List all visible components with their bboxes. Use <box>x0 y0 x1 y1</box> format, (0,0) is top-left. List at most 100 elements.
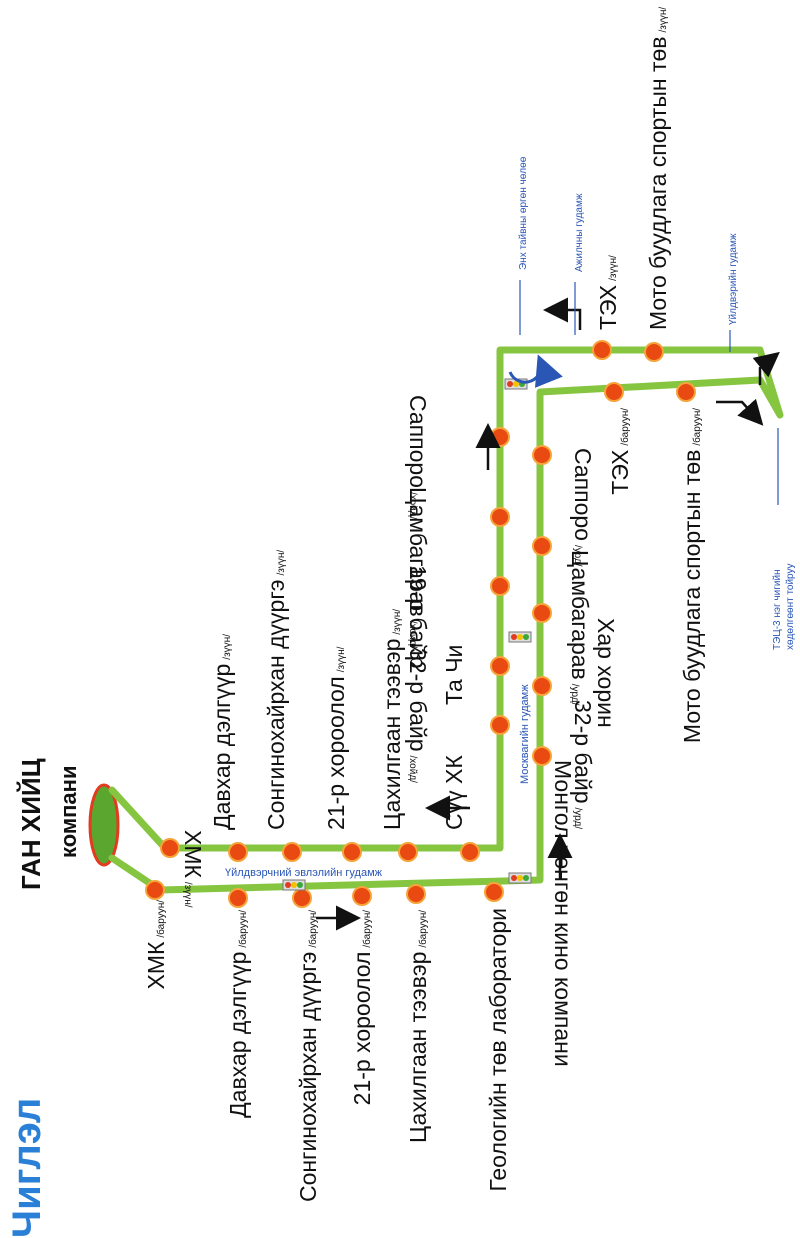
north-stop-name: 32-р байр <box>405 648 431 752</box>
south-stop-label: Хар хорин <box>593 618 619 728</box>
north-stop-label: Мото буудлага спортын төв/зүүн/ <box>645 7 671 330</box>
south-stop-label: 21-р хороолол/баруун/ <box>349 910 375 1106</box>
north-stop-marker <box>398 842 418 862</box>
north-stop-marker <box>490 656 510 676</box>
north-stop-label: Сүү ХК <box>441 755 467 830</box>
south-stop-direction: /баруун/ <box>361 910 373 948</box>
south-stop-name: 32-р байр <box>570 700 596 804</box>
south-stop-direction: /баруун/ <box>307 910 319 948</box>
traffic-light-icon <box>508 631 532 643</box>
south-stop-name: Сонгинохайрхан дүүргэ <box>295 952 321 1202</box>
north-stop-direction: /зүүн/ <box>182 882 193 908</box>
south-stop-name: Хар хорин <box>593 618 619 728</box>
north-stop-marker <box>160 838 180 858</box>
turnaround-note-line2: хөдөлгөөнт тойруу <box>785 563 796 650</box>
north-stop-name: Саппоро <box>405 395 431 488</box>
south-stop-name: 21-р хороолол <box>349 952 375 1106</box>
street-enkh-tayvan: Энх тайвны өргөн чөлөө <box>518 156 529 270</box>
south-stop-label: Цахилгаан тээвэр/баруун/ <box>405 910 431 1143</box>
north-stop-name: Мото буудлага спортын төв <box>645 37 671 331</box>
south-stop-label: Монгол хөнгөн кино компани <box>550 760 576 1067</box>
street-ajilchny: Ажилчны гудамж <box>574 193 585 272</box>
south-stop-name: Мото буудлага спортын төв <box>679 450 705 744</box>
south-stop-name: ТЭХ <box>607 450 633 495</box>
north-stop-marker <box>644 342 664 362</box>
south-stop-label: Геологийн төв лаборатори <box>485 908 511 1192</box>
south-stop-marker <box>604 382 624 402</box>
north-stop-direction: /зүүн/ <box>336 646 347 672</box>
north-stop-marker <box>490 427 510 447</box>
traffic-lights <box>282 378 532 891</box>
north-stop-label: 32-р байр/хойд/ <box>405 648 431 783</box>
south-stop-direction: /урд/ <box>569 684 580 706</box>
north-stop-direction: /зүүн/ <box>276 550 287 576</box>
north-stop-marker <box>342 842 362 862</box>
south-stop-marker <box>532 536 552 556</box>
south-stop-direction: /баруун/ <box>691 408 703 446</box>
north-stop-name: Цамбагарав <box>405 487 431 617</box>
north-stop-marker <box>490 715 510 735</box>
north-stop-label: ТЭХ/зүүн/ <box>595 255 621 330</box>
terminal-loop <box>88 783 120 867</box>
north-stop-marker <box>282 842 302 862</box>
north-stop-name: Та Чи <box>441 645 467 705</box>
north-stop-name: Давхар дэлгүүр <box>209 664 235 830</box>
north-stop-name: 19-р байр <box>405 565 431 669</box>
north-stop-direction: /хойд/ <box>407 756 418 784</box>
turnaround-note-line1: ТЭЦ-3 нэг чигийн <box>772 569 783 650</box>
south-stop-marker <box>484 882 504 902</box>
north-stop-label: 19-р байр <box>405 565 431 669</box>
north-stop-marker <box>460 842 480 862</box>
north-stop-name: Цахилгаан тээвэр <box>379 639 405 830</box>
south-stop-marker <box>228 888 248 908</box>
south-stop-marker <box>292 888 312 908</box>
north-stop-name: ТЭХ <box>595 285 621 330</box>
company-name: ГАН ХИЙЦ <box>16 758 46 890</box>
company-subtitle: компани <box>56 766 81 858</box>
street-industrial-park: Үйлдвэрчний эвлэлийн гудамж <box>225 867 383 879</box>
stops-south: ХМК/баруун/Давхар дэлгүүр/баруун/Сонгино… <box>143 382 705 1202</box>
north-stop-name: 21-р хороолол <box>323 676 349 830</box>
south-stop-direction: /баруун/ <box>417 910 429 948</box>
north-stop-label: 21-р хороолол/зүүн/ <box>323 646 349 830</box>
south-stop-marker <box>532 746 552 766</box>
direction-arrows <box>316 297 780 931</box>
street-uildveriin: Үйлдвэрийн гудамж <box>728 233 739 325</box>
turnaround-note: ТЭЦ-3 нэг чигийн хөдөлгөөнт тойруу <box>772 563 796 650</box>
south-stop-marker <box>532 445 552 465</box>
south-stop-label: ХМК/баруун/ <box>143 900 169 990</box>
south-stop-direction: /урд/ <box>572 545 583 567</box>
south-stop-marker <box>145 880 165 900</box>
south-stop-name: Цахилгаан тээвэр <box>405 952 431 1143</box>
north-stop-marker <box>228 842 248 862</box>
arrow-turn-icon <box>752 351 780 385</box>
south-stop-name: ХМК <box>143 941 169 990</box>
north-stop-label: ХМК/зүүн/ <box>180 830 206 908</box>
south-stop-label: Давхар дэлгүүр/баруун/ <box>225 910 251 1118</box>
stops-north: ХМК/зүүн/Давхар дэлгүүр/зүүн/Сонгинохайр… <box>160 7 671 908</box>
south-stop-marker <box>352 886 372 906</box>
south-stop-label: Мото буудлага спортын төв/баруун/ <box>679 408 705 743</box>
traffic-light-icon <box>282 879 306 891</box>
u-turn-icon <box>508 354 563 388</box>
arrow-turn-icon <box>716 398 764 426</box>
north-stop-label: Цамбагарав/хойд/ <box>405 487 431 648</box>
south-stop-marker <box>532 603 552 623</box>
north-stop-label: Сонгинохайрхан дүүргэ/зүүн/ <box>263 550 289 830</box>
north-stop-label: Саппоро/хойд/ <box>405 395 431 520</box>
north-stop-name: Сүү ХК <box>441 755 467 830</box>
north-stop-direction: /зүүн/ <box>658 7 669 33</box>
south-stop-direction: /баруун/ <box>237 910 249 948</box>
north-stop-direction: /хойд/ <box>407 621 418 649</box>
north-stop-direction: /хойд/ <box>407 492 418 520</box>
south-stop-name: Цамбагарав <box>567 550 593 680</box>
north-stop-label: Цахилгаан тээвэр/зүүн/ <box>379 609 405 830</box>
north-stop-marker <box>592 340 612 360</box>
south-stop-marker <box>406 884 426 904</box>
company-label: ГАН ХИЙЦ компани <box>16 758 81 890</box>
north-stop-label: Та Чи <box>441 645 467 705</box>
north-stop-name: ХМК <box>180 830 206 879</box>
south-stop-marker <box>676 382 696 402</box>
south-stop-label: Цамбагарав/урд/ <box>567 550 593 706</box>
south-stop-direction: /баруун/ <box>155 900 167 938</box>
